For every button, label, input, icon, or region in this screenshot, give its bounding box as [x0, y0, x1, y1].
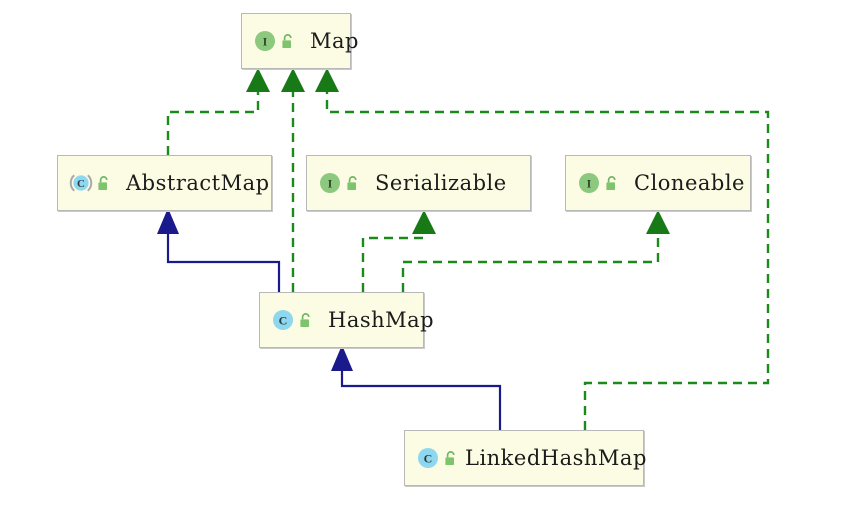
- node-map-label: Map: [310, 29, 359, 53]
- node-map[interactable]: I Map: [241, 13, 358, 69]
- class-icon: C: [418, 448, 438, 468]
- node-linkedhashmap-icons: C: [416, 446, 459, 470]
- interface-icon: I: [320, 173, 340, 193]
- node-cloneable[interactable]: I Cloneable: [565, 155, 751, 211]
- unlocked-padlock-icon: [606, 175, 616, 190]
- node-hashmap-icons: C: [271, 308, 314, 332]
- edge-hashmap-extends-abstractmap: [157, 208, 281, 292]
- node-abstractmap-icons: C: [69, 171, 112, 195]
- svg-text:C: C: [424, 452, 433, 466]
- implements-arrowhead: [281, 68, 305, 92]
- unlocked-padlock-icon: [347, 175, 357, 190]
- implements-arrowhead: [646, 210, 670, 234]
- node-hashmap[interactable]: C HashMap: [259, 292, 434, 348]
- node-linkedhashmap-label: LinkedHashMap: [465, 446, 647, 470]
- node-serializable-icons: I: [318, 171, 361, 195]
- svg-text:C: C: [279, 314, 288, 328]
- svg-text:I: I: [587, 177, 592, 191]
- extends-arrowhead: [157, 208, 179, 234]
- edge-abstractmap-implements-map: [166, 68, 270, 155]
- edge-linkedhashmap-implements-map: [315, 68, 770, 430]
- edge-linkedhashmap-extends-hashmap: [331, 345, 502, 430]
- implements-arrowhead: [315, 68, 339, 92]
- node-abstractmap-label: AbstractMap: [126, 171, 270, 195]
- implements-arrowhead: [246, 68, 270, 92]
- interface-icon: I: [579, 173, 599, 193]
- svg-text:I: I: [328, 177, 333, 191]
- svg-text:C: C: [77, 178, 85, 190]
- node-cloneable-label: Cloneable: [634, 171, 745, 195]
- svg-text:I: I: [263, 35, 268, 49]
- node-serializable[interactable]: I Serializable: [306, 155, 531, 211]
- node-map-icons: I: [253, 29, 296, 53]
- unlocked-padlock-icon: [282, 33, 292, 48]
- class-icon: C: [273, 310, 293, 330]
- abstract-class-icon: C: [69, 174, 93, 192]
- implements-arrowhead: [412, 210, 436, 234]
- node-linkedhashmap[interactable]: C LinkedHashMap: [404, 430, 647, 486]
- extends-arrowhead: [331, 345, 353, 371]
- edge-hashmap-implements-serializable: [361, 210, 436, 292]
- node-abstractmap[interactable]: C AbstractMap: [57, 155, 272, 211]
- node-serializable-label: Serializable: [375, 171, 507, 195]
- node-hashmap-label: HashMap: [328, 308, 435, 332]
- interface-icon: I: [255, 31, 275, 51]
- edge-hashmap-implements-map: [281, 68, 305, 292]
- unlocked-padlock-icon: [98, 175, 108, 190]
- unlocked-padlock-icon: [445, 450, 455, 465]
- unlocked-padlock-icon: [300, 312, 310, 327]
- edge-hashmap-implements-cloneable: [401, 210, 670, 292]
- node-cloneable-icons: I: [577, 171, 620, 195]
